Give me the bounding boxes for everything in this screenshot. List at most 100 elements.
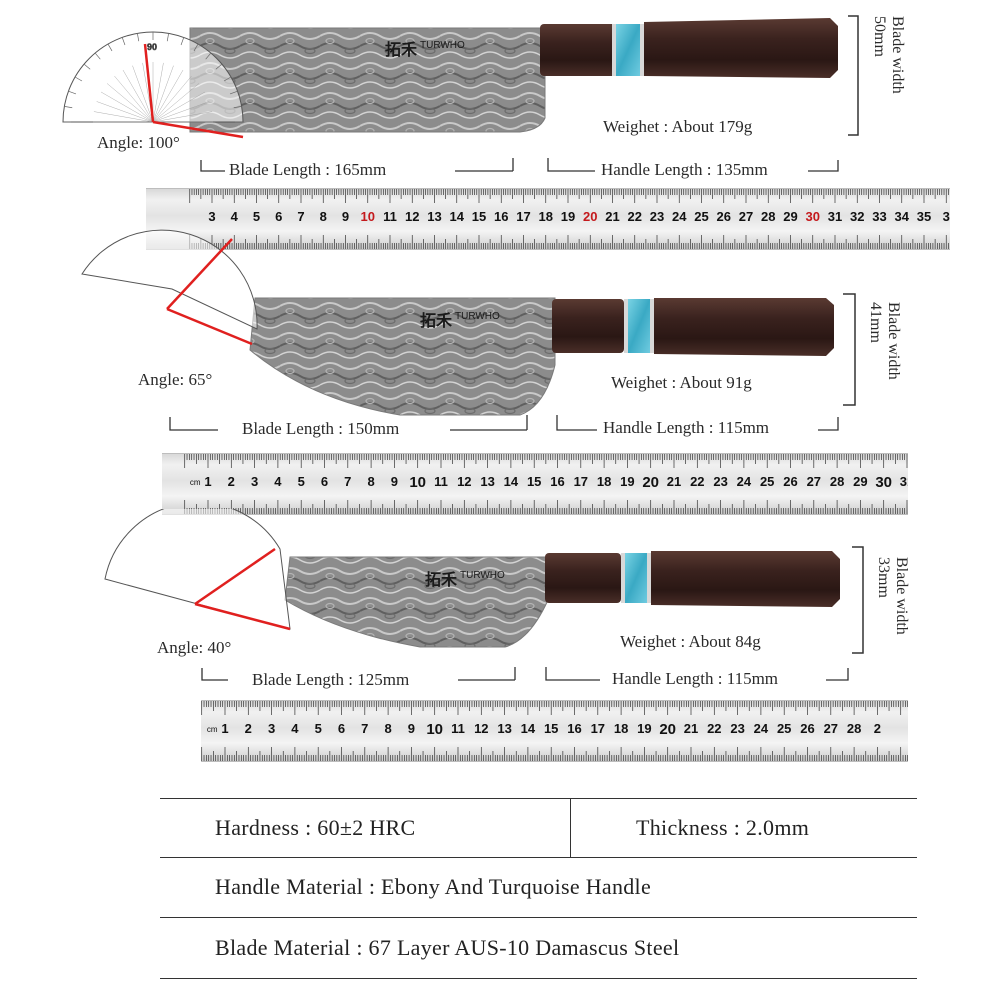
ruler-number: 9 [390, 474, 399, 489]
ruler-number: 16 [567, 721, 582, 736]
knife-3-brand: TURWHO [460, 570, 505, 581]
ruler-number: 8 [319, 209, 327, 224]
ruler-number: 13 [427, 209, 442, 224]
knife-3-illustration [284, 551, 840, 648]
ruler-number: 6 [275, 209, 283, 224]
spec-divider-1 [160, 798, 917, 799]
ruler-number: 18 [613, 721, 629, 736]
ruler-number: 32 [850, 209, 865, 224]
ruler-number: 5 [314, 721, 322, 736]
ruler-number: 25 [694, 209, 709, 224]
protractor-ray [152, 75, 192, 123]
protractor-ray [132, 65, 154, 123]
protractor-tick [121, 37, 126, 46]
ruler-3-ticks [201, 701, 908, 761]
ruler-number: 18 [538, 209, 553, 224]
ruler-number: 5 [297, 474, 305, 489]
knife-1-angle-line [143, 43, 155, 123]
ruler-number: 11 [383, 209, 397, 224]
knife-3-angle-label: Angle: 40° [157, 638, 232, 657]
ruler-number: 6 [320, 474, 329, 489]
knife-1-blade-width: Blade width 50mm [871, 16, 906, 94]
knife-1-blade-length: Blade Length : 165mm [229, 160, 387, 179]
protractor-tick [223, 76, 232, 82]
ruler-number: 18 [596, 474, 612, 489]
ruler-number: 14 [503, 474, 519, 489]
knife-3-handle [651, 551, 840, 607]
ruler-number: 15 [471, 209, 487, 224]
ruler-number: 16 [494, 209, 509, 224]
ruler-number: 27 [823, 721, 839, 736]
ruler-number: 34 [894, 209, 909, 224]
knife-1-dimension-lines [200, 15, 859, 172]
spec-divider-4 [160, 978, 917, 979]
ruler-number: 21 [666, 474, 682, 489]
ruler-number: 19 [620, 474, 635, 489]
ruler-number: 7 [344, 474, 352, 489]
protractor-ray [93, 111, 154, 123]
ruler-number: 7 [297, 209, 305, 224]
ruler-number: 2 [244, 721, 252, 736]
ruler-number: 29 [853, 474, 868, 489]
ruler-number: 20 [659, 721, 677, 738]
ruler-number: 24 [753, 721, 769, 736]
knife-2-blade-width: Blade width 41mm [867, 302, 902, 380]
ruler-number: 30 [805, 209, 820, 224]
ruler-number: 26 [783, 474, 798, 489]
protractor-ray [152, 83, 200, 123]
knife-3-dimension-lines [201, 546, 864, 681]
knife-2-protractor [81, 229, 258, 346]
protractor-ray [100, 91, 154, 123]
ruler-number: 15 [526, 474, 542, 489]
ruler-number: 2 [873, 721, 882, 736]
ruler-number: 23 [730, 721, 745, 736]
ruler-number: 8 [384, 721, 392, 736]
ruler-number: 1 [204, 474, 212, 489]
ruler-number: 12 [474, 721, 489, 736]
ruler-number: 10 [409, 474, 427, 491]
ruler-number: 23 [649, 209, 665, 224]
protractor-tick [233, 106, 242, 109]
ruler-number: 30 [875, 474, 893, 491]
knife-2-angle-line [166, 238, 233, 310]
protractor-ray [106, 83, 154, 123]
spec-thickness: Thickness : 2.0mm [636, 815, 810, 840]
knife-1-weight-label: Weighet : About 179g [603, 117, 753, 136]
ruler-number: 19 [637, 721, 652, 736]
ruler-number: 3 [942, 209, 950, 224]
ruler-number: 19 [560, 209, 576, 224]
ruler-number: 29 [783, 209, 798, 224]
ruler-number: 25 [776, 721, 792, 736]
knife-1-brand-cn: 拓禾 [385, 42, 418, 59]
spec-hardness: Hardness : 60±2 HRC [215, 815, 416, 840]
knife-2-brand-cn: 拓禾 [420, 313, 453, 330]
ruler-number: 20 [642, 474, 660, 491]
protractor-tick [137, 33, 140, 42]
ruler-number: 15 [543, 721, 559, 736]
knife-3-brand-cn: 拓禾 [425, 572, 458, 589]
knife-2-turquoise-spacer [628, 299, 650, 353]
ruler-number: 26 [716, 209, 731, 224]
protractor-tick [68, 90, 77, 95]
knife-3-blade-length: Blade Length : 125mm [252, 670, 410, 689]
ruler-number: 3 [250, 474, 259, 489]
knife-1-handle-length: Handle Length : 135mm [601, 160, 768, 179]
knife-3-weight-label: Weighet : About 84g [620, 632, 761, 651]
protractor-ray [152, 101, 210, 123]
ruler-number: 11 [451, 721, 465, 736]
ruler-number: 14 [449, 209, 464, 224]
spec-column-divider [570, 798, 571, 857]
ruler-number: 24 [672, 209, 687, 224]
ruler-number: 17 [590, 721, 606, 736]
protractor-ray [152, 111, 213, 123]
knife-2-weight-label: Weighet : About 91g [611, 373, 752, 392]
protractor-tick [193, 43, 199, 52]
spec-handle-material: Handle Material : Ebony And Turquoise Ha… [215, 874, 652, 899]
knife-2-handle-length: Handle Length : 115mm [603, 418, 770, 437]
ruler-number: 28 [761, 209, 776, 224]
knife-1-protractor: 90 [62, 31, 244, 139]
protractor-ray [152, 62, 164, 123]
ruler-number: 9 [341, 209, 350, 224]
